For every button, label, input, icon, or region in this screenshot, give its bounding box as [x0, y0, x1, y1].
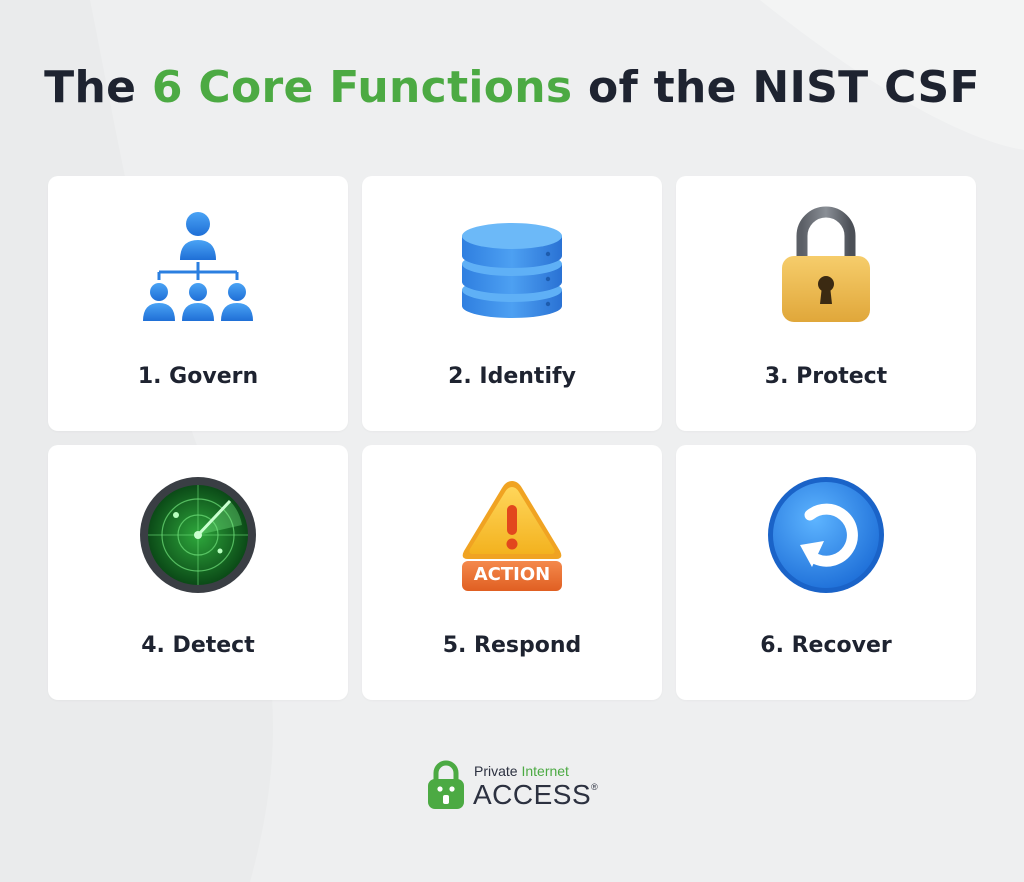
function-label: 2. Identify	[448, 364, 576, 389]
action-badge-text: ACTION	[473, 564, 551, 585]
brand-access: ACCESS	[473, 779, 592, 810]
radar-icon	[138, 475, 258, 595]
function-card-respond: ACTION 5. Respond	[362, 445, 662, 700]
brand-line-2: ACCESS®	[473, 779, 598, 811]
title-prefix: The	[44, 62, 152, 113]
function-label: 5. Respond	[442, 633, 582, 658]
brand-registered-mark: ®	[591, 782, 599, 792]
function-label: 6. Recover	[760, 633, 892, 658]
function-card-protect: 3. Protect	[676, 176, 976, 431]
brand-line-1: Private Internet	[474, 763, 569, 779]
title-suffix: of the NIST CSF	[572, 62, 980, 113]
brand-private: Private	[474, 763, 522, 779]
function-card-identify: 2. Identify	[362, 176, 662, 431]
function-card-detect: 4. Detect	[48, 445, 348, 700]
function-label: 3. Protect	[764, 364, 888, 389]
brand-internet: Internet	[521, 763, 569, 779]
function-card-govern: 1. Govern	[48, 176, 348, 431]
warning-action-icon	[452, 475, 572, 595]
org-chart-icon	[138, 206, 258, 326]
padlock-icon	[766, 206, 886, 326]
function-label: 4. Detect	[141, 633, 255, 658]
recover-arrow-icon	[766, 475, 886, 595]
pia-brand-logo: Private Internet ACCESS®	[426, 757, 606, 813]
function-card-recover: 6. Recover	[676, 445, 976, 700]
database-icon	[452, 206, 572, 326]
function-label: 1. Govern	[137, 364, 259, 389]
title-highlight: 6 Core Functions	[151, 62, 573, 113]
pia-robot-lock-icon	[428, 760, 464, 809]
page-title: The 6 Core Functions of the NIST CSF	[0, 62, 1024, 113]
